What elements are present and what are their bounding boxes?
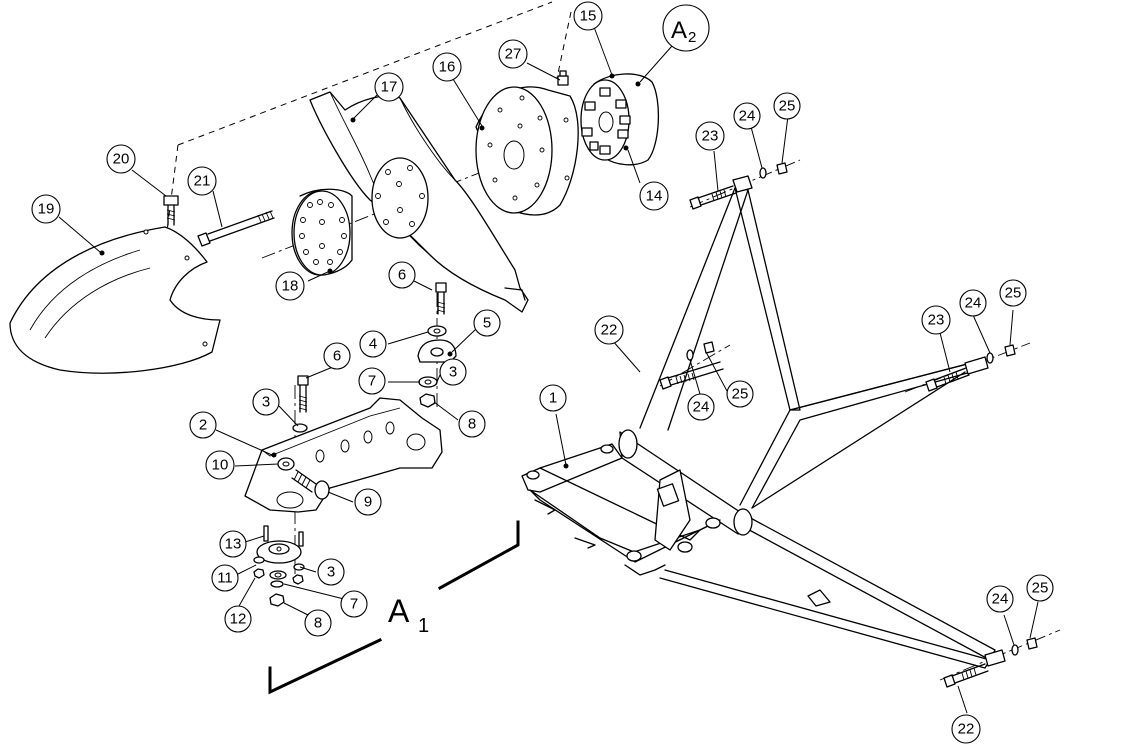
part-1-frame bbox=[521, 175, 1006, 669]
svg-text:25: 25 bbox=[1032, 580, 1049, 597]
callout-17: 17 bbox=[374, 72, 404, 102]
svg-text:3: 3 bbox=[449, 364, 457, 381]
svg-text:6: 6 bbox=[398, 267, 406, 284]
svg-text:22: 22 bbox=[601, 322, 618, 339]
svg-text:22: 22 bbox=[958, 721, 975, 738]
callout-leaders bbox=[58, 26, 1039, 714]
callout-25-lower: 25 bbox=[1026, 574, 1054, 602]
svg-text:25: 25 bbox=[732, 386, 749, 403]
svg-text:11: 11 bbox=[217, 570, 233, 587]
callout-3-lower: 3 bbox=[317, 558, 345, 586]
mount-subassembly bbox=[244, 282, 457, 607]
svg-text:14: 14 bbox=[646, 188, 663, 205]
callout-24-right: 24 bbox=[959, 289, 987, 317]
view-a2-letter: A bbox=[671, 17, 687, 44]
svg-text:9: 9 bbox=[364, 494, 372, 511]
callout-4: 4 bbox=[359, 330, 387, 358]
callout-3-upper-left: 3 bbox=[252, 388, 280, 416]
part-14-15-hub bbox=[580, 73, 660, 166]
svg-text:5: 5 bbox=[483, 315, 491, 332]
callout-20: 20 bbox=[106, 144, 136, 174]
svg-text:24: 24 bbox=[739, 108, 756, 125]
svg-text:13: 13 bbox=[225, 536, 242, 553]
svg-text:15: 15 bbox=[580, 8, 597, 25]
svg-text:25: 25 bbox=[779, 98, 796, 115]
part-21-long-bolt bbox=[197, 210, 275, 247]
callout-23-upper: 23 bbox=[695, 121, 725, 151]
callout-23-right: 23 bbox=[921, 305, 951, 335]
callout-3-upper-right: 3 bbox=[439, 358, 467, 386]
callout-12: 12 bbox=[224, 605, 252, 633]
callout-13: 13 bbox=[219, 530, 247, 558]
part-18-disc bbox=[291, 188, 353, 276]
svg-text:23: 23 bbox=[928, 312, 945, 329]
svg-text:6: 6 bbox=[333, 348, 341, 365]
callout-25-right: 25 bbox=[999, 279, 1027, 307]
svg-text:7: 7 bbox=[350, 596, 358, 613]
svg-text:4: 4 bbox=[369, 336, 377, 353]
callout-2: 2 bbox=[189, 411, 217, 439]
view-a1-label: A 1 bbox=[388, 593, 429, 637]
svg-text:23: 23 bbox=[702, 128, 719, 145]
svg-text:1: 1 bbox=[549, 390, 557, 407]
svg-text:27: 27 bbox=[505, 46, 522, 63]
callout-5: 5 bbox=[473, 309, 501, 337]
callout-7-upper: 7 bbox=[358, 367, 386, 395]
callout-27: 27 bbox=[498, 39, 528, 69]
svg-text:19: 19 bbox=[38, 201, 55, 218]
callout-24-upper: 24 bbox=[733, 102, 761, 130]
callout-6-top: 6 bbox=[388, 261, 416, 289]
svg-text:16: 16 bbox=[439, 59, 456, 76]
svg-text:12: 12 bbox=[230, 611, 247, 628]
part-16-disc bbox=[475, 86, 579, 216]
svg-text:20: 20 bbox=[113, 151, 130, 168]
callout-7-lower: 7 bbox=[340, 590, 368, 618]
svg-text:10: 10 bbox=[212, 457, 229, 474]
part-19-shield bbox=[9, 226, 221, 374]
svg-text:3: 3 bbox=[327, 564, 335, 581]
svg-text:2: 2 bbox=[199, 417, 207, 434]
callout-15: 15 bbox=[573, 1, 603, 31]
callout-6-left: 6 bbox=[323, 342, 351, 370]
view-a1-sub: 1 bbox=[418, 615, 429, 637]
frame-hardware bbox=[659, 162, 1038, 688]
svg-text:17: 17 bbox=[381, 79, 398, 96]
callout-25-middle: 25 bbox=[726, 380, 754, 408]
callout-8-lower: 8 bbox=[304, 609, 332, 637]
callout-9: 9 bbox=[354, 488, 382, 516]
callout-balloons: 15 27 16 17 20 21 19 14 23 24 25 18 6 4 … bbox=[31, 1, 1054, 744]
svg-text:7: 7 bbox=[368, 373, 376, 390]
callout-18: 18 bbox=[275, 271, 305, 301]
svg-text:24: 24 bbox=[965, 295, 982, 312]
view-a2-sub: 2 bbox=[688, 29, 696, 46]
callout-25-upper: 25 bbox=[773, 92, 801, 120]
part-17-bracket bbox=[309, 91, 529, 313]
callout-24-middle: 24 bbox=[687, 393, 715, 421]
callout-19: 19 bbox=[31, 194, 61, 224]
view-a1-letter: A bbox=[388, 593, 410, 629]
callout-21: 21 bbox=[187, 166, 217, 196]
svg-text:24: 24 bbox=[693, 399, 710, 416]
callout-11: 11 bbox=[211, 564, 239, 592]
callout-16: 16 bbox=[432, 52, 462, 82]
part-20-bolt bbox=[163, 195, 179, 226]
view-a1-marker bbox=[268, 520, 520, 695]
callout-10: 10 bbox=[205, 450, 235, 480]
svg-text:8: 8 bbox=[468, 416, 476, 433]
callout-22-lower: 22 bbox=[951, 714, 981, 744]
callout-22-middle: 22 bbox=[594, 315, 624, 345]
svg-text:21: 21 bbox=[194, 173, 211, 190]
svg-text:8: 8 bbox=[314, 615, 322, 632]
part-27-nipple bbox=[557, 70, 569, 86]
svg-text:24: 24 bbox=[992, 591, 1009, 608]
view-a2-marker: A 2 bbox=[639, 4, 710, 83]
svg-text:25: 25 bbox=[1005, 285, 1022, 302]
callout-14: 14 bbox=[639, 181, 669, 211]
svg-text:18: 18 bbox=[282, 278, 299, 295]
callout-8-upper: 8 bbox=[458, 410, 486, 438]
callout-1: 1 bbox=[539, 384, 567, 412]
svg-text:3: 3 bbox=[262, 394, 270, 411]
callout-24-lower: 24 bbox=[986, 585, 1014, 613]
